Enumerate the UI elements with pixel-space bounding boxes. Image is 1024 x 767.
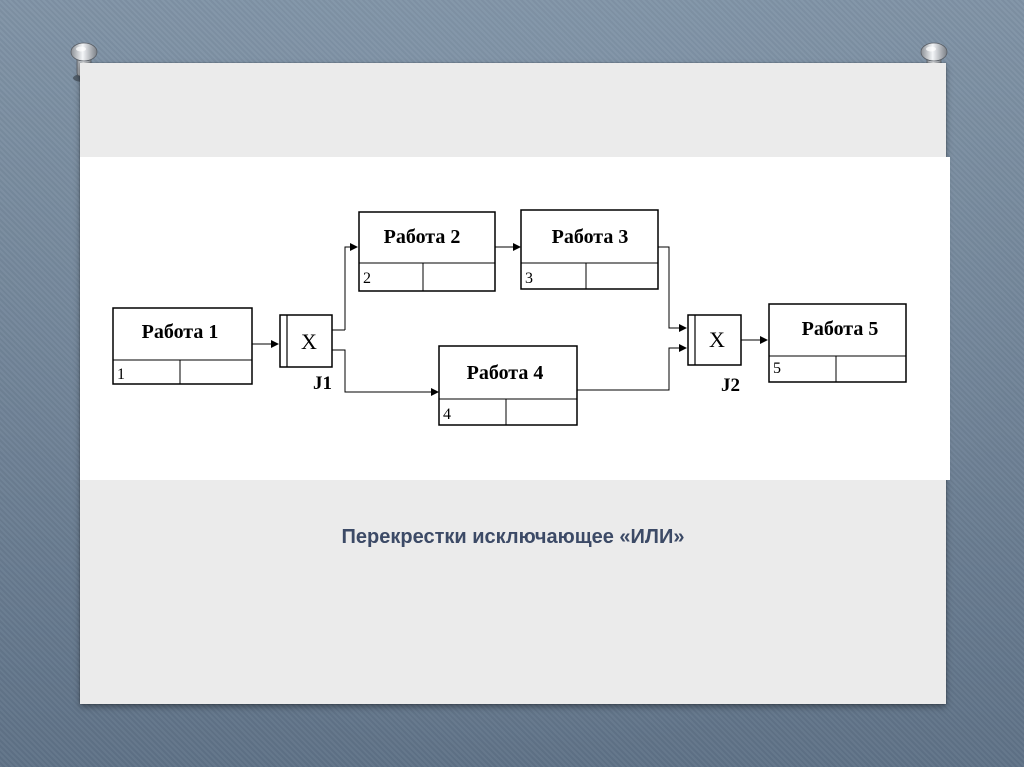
work-box-1-number: 1: [117, 366, 125, 383]
work-box-4: Работа 4 4: [438, 345, 578, 426]
arrow-j1-to-work4: [332, 349, 439, 396]
arrow-j1-to-work2: [344, 243, 358, 330]
arrow-work4-to-j2: [577, 344, 687, 391]
work-box-5: Работа 5 5: [768, 303, 907, 383]
work-box-1: Работа 1 1: [112, 307, 253, 385]
work-box-4-number: 4: [443, 406, 451, 423]
junction-j2-label: J2: [721, 375, 740, 396]
arrow-work3-to-j2: [658, 246, 687, 332]
work-box-5-number: 5: [773, 360, 781, 377]
work-box-3-title: Работа 3: [552, 226, 629, 248]
junction-j2: X J2: [687, 314, 742, 396]
work-box-2: Работа 2 2: [358, 211, 496, 292]
junction-j1: X J1: [279, 314, 333, 394]
work-box-3: Работа 3 3: [520, 209, 659, 290]
connectors: [252, 243, 768, 396]
work-box-1-title: Работа 1: [142, 321, 219, 343]
slide-caption: Перекрестки исключающее «ИЛИ»: [341, 526, 685, 548]
junction-j2-symbol: X: [709, 327, 725, 352]
work-box-3-number: 3: [525, 270, 533, 287]
work-box-2-number: 2: [363, 270, 371, 287]
work-box-2-title: Работа 2: [384, 226, 461, 248]
junction-j1-symbol: X: [301, 329, 317, 354]
diagram-canvas: Работа 1 1 Работа 2 2 Работа 3 3 Работа …: [112, 209, 907, 426]
junction-j1-label: J1: [313, 373, 332, 394]
work-box-4-title: Работа 4: [467, 362, 544, 384]
idef3-diagram: Работа 1 1 Работа 2 2 Работа 3 3 Работа …: [80, 157, 950, 480]
work-box-5-title: Работа 5: [802, 318, 879, 340]
